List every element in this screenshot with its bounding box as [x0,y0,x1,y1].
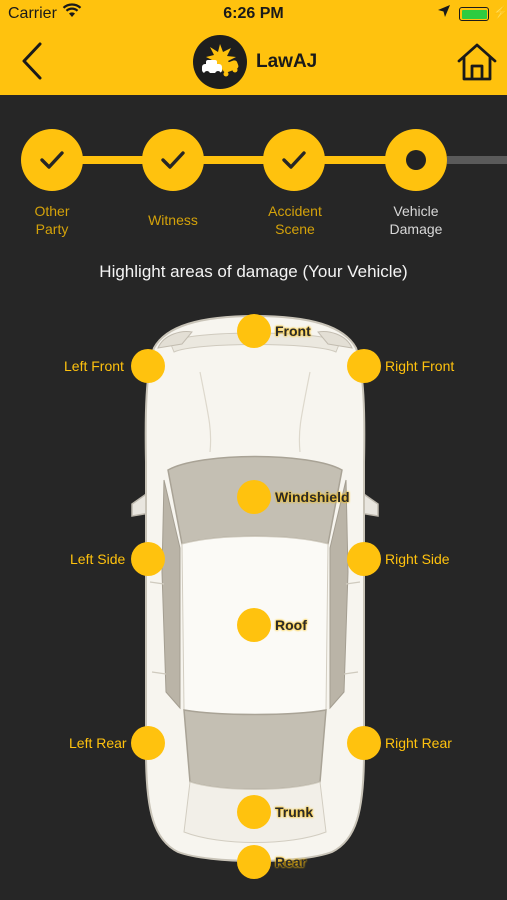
step-label-other-party: Other Party [34,203,70,237]
label-roof: Roof [275,617,307,633]
marker-windshield[interactable] [237,480,271,514]
check-icon [40,151,64,169]
marker-right-front[interactable] [347,349,381,383]
label-front: Front [275,323,311,339]
header-bar: Carrier 6:26 PM ⚡ LawAJ [0,0,507,95]
check-icon [282,151,306,169]
home-button[interactable] [456,42,498,82]
marker-right-side[interactable] [347,542,381,576]
label-left-front: Left Front [64,358,124,374]
status-bar: Carrier 6:26 PM ⚡ [0,0,507,28]
label-rear: Rear [275,854,307,870]
marker-roof[interactable] [237,608,271,642]
carrier-label: Carrier [8,5,57,22]
progress-track [52,156,416,164]
marker-rear[interactable] [237,845,271,879]
back-button[interactable] [16,38,52,84]
app-title: LawAJ [256,51,318,72]
marker-front[interactable] [237,314,271,348]
step-label-vehicle-damage: Vehicle Damage [389,203,443,237]
marker-left-side[interactable] [131,542,165,576]
step-label-witness: Witness [148,212,198,228]
step-vehicle-damage[interactable] [385,129,447,191]
wifi-icon [62,3,82,24]
label-right-rear: Right Rear [385,735,452,751]
charging-icon: ⚡ [492,4,507,20]
label-windshield: Windshield [275,489,350,505]
current-step-dot-icon [406,150,426,170]
marker-right-rear[interactable] [347,726,381,760]
step-label-accident-scene: Accident Scene [268,203,322,237]
step-accident-scene[interactable] [263,129,325,191]
damage-heading: Highlight areas of damage (Your Vehicle) [99,262,408,281]
marker-left-front[interactable] [131,349,165,383]
label-left-side: Left Side [70,551,126,567]
marker-left-rear[interactable] [131,726,165,760]
battery-icon [459,7,489,21]
app-logo [193,35,247,89]
car-top-view-illustration [131,314,379,862]
label-right-front: Right Front [385,358,455,374]
home-icon [457,43,497,81]
label-trunk: Trunk [275,804,314,820]
status-time: 6:26 PM [223,5,284,22]
app-brand: LawAJ [193,35,317,89]
step-other-party[interactable] [21,129,83,191]
label-left-rear: Left Rear [69,735,127,751]
chevron-left-icon [22,42,42,80]
check-icon [161,151,185,169]
label-right-side: Right Side [385,551,450,567]
step-witness[interactable] [142,129,204,191]
location-icon [437,4,451,23]
progress-track-remaining [447,156,507,164]
marker-trunk[interactable] [237,795,271,829]
